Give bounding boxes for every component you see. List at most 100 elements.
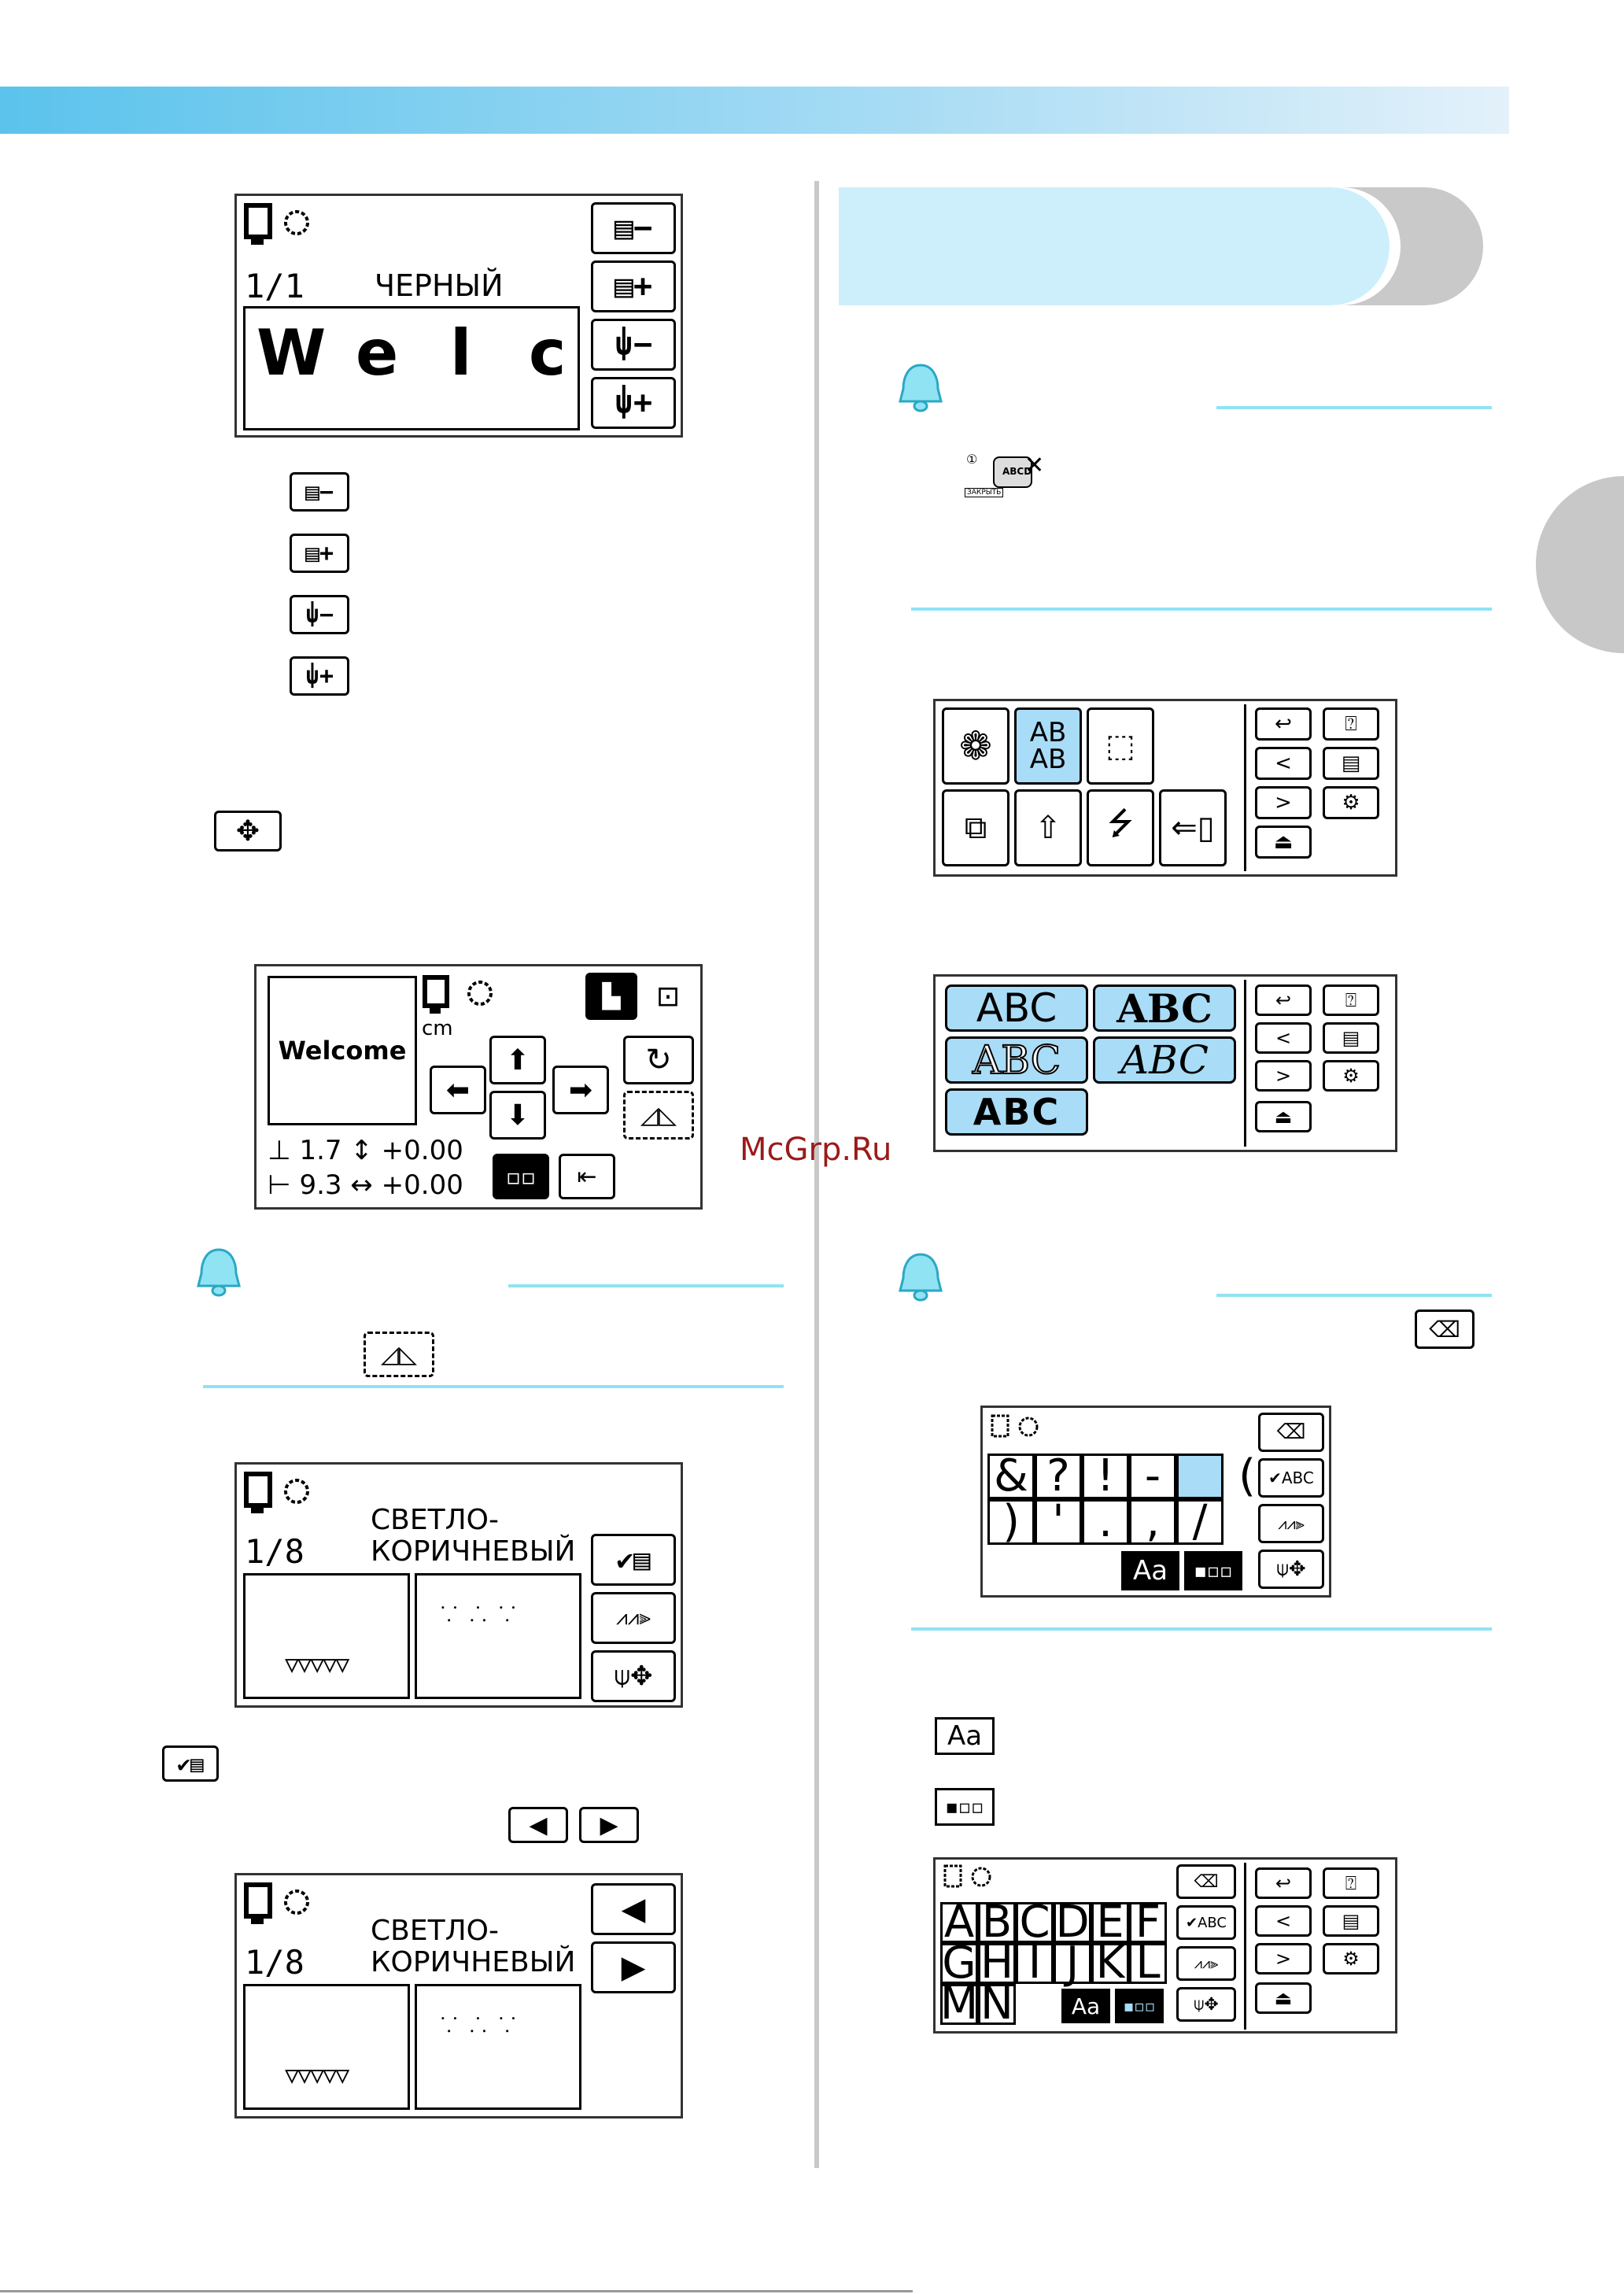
prev-color-button[interactable]: ◀ [591,1883,676,1935]
help-button[interactable]: ⍰ [1323,984,1379,1016]
needle-move-button[interactable]: ⍦✥ [1176,1987,1236,2022]
letter-key[interactable]: G [940,1941,978,1986]
trial-button[interactable]: ⇤ [559,1154,615,1199]
density-button[interactable]: ▫▫ [493,1154,549,1199]
needle-plus-button[interactable]: ⍦+ [591,377,676,429]
symbol-key[interactable]: ) [987,1499,1035,1545]
prev-page-button[interactable]: < [1255,1905,1312,1937]
machine-embroidery-icon [423,975,493,1014]
page-button[interactable]: ▤ [1323,1022,1379,1054]
move-right-button[interactable]: ➡ [552,1066,609,1114]
size-squares-icon: ▪▫▫ [1123,1997,1156,2015]
width-value: 9.3 [299,1169,342,1201]
embroidery-unit-button[interactable]: ⏏ [1255,1982,1312,2014]
letter-key[interactable]: E [1091,1901,1129,1945]
check-color-button[interactable]: ✔▤ [591,1534,676,1586]
pocket-button[interactable]: ⇧ [1014,789,1082,866]
font-cell-1[interactable]: ABC [945,984,1088,1032]
symbol-key[interactable]: ! [1082,1454,1129,1499]
erase-button[interactable]: ⌫ [1258,1413,1324,1452]
font-sample: ABC [1116,984,1212,1032]
embroidery-unit-button[interactable]: ⏏ [1255,826,1312,859]
page-icon: ▤ [1342,1910,1360,1932]
trim-button[interactable]: ⩘⩘⫸ [1258,1504,1324,1543]
font-cell-4[interactable]: ABC [1093,1036,1236,1084]
needle-minus-button[interactable]: ⍦− [591,319,676,371]
trim-icon: ⩘⩘⫸ [1194,1955,1219,1972]
size-toggle-button[interactable]: ▪▫▫ [1184,1551,1242,1590]
letter-key[interactable]: M [939,1978,979,2030]
symbol-key[interactable]: - [1129,1454,1176,1499]
symbol-key-selected[interactable]: _ [1176,1454,1224,1499]
trim-button[interactable]: ⩘⩘⫸ [1176,1946,1236,1981]
letter-key[interactable]: H [978,1941,1016,1986]
needle-move-button[interactable]: ⍦✥ [591,1650,676,1702]
back-button[interactable]: ↩ [1255,1867,1312,1899]
letter-key[interactable]: L [1129,1941,1167,1986]
font-cell-2[interactable]: ABC [1093,984,1236,1032]
check-text-button[interactable]: ✔ABC [1258,1458,1324,1498]
prev-page-button[interactable]: < [1255,1022,1312,1054]
case-toggle-button[interactable]: Aa [1121,1551,1179,1590]
mirror-icon: ◿◺ [380,1340,418,1369]
font-cell-5[interactable]: ABC [945,1088,1088,1136]
symbol-key[interactable]: / [1176,1499,1224,1545]
move-left-button[interactable]: ⬅ [430,1066,486,1114]
letter-key[interactable]: J [1054,1941,1091,1986]
stitch-sample: ▽▽▽▽▽ [285,1651,349,1679]
trim-button[interactable]: ⩘⩘⫸ [591,1592,676,1644]
size-toggle-button[interactable]: ▪▫▫ [1115,1989,1164,2023]
mirror-key: ◿◺ [364,1332,434,1377]
letter-key[interactable]: I [1016,1941,1054,1986]
mirror-button[interactable]: ◿◺ [623,1091,694,1140]
symbol-key[interactable]: ' [1035,1499,1082,1545]
symbol-key[interactable]: , [1129,1499,1176,1545]
resize-button[interactable]: ⊡ [642,973,694,1020]
letter-key[interactable]: B [978,1901,1016,1945]
move-up-button[interactable]: ⬆ [489,1036,546,1084]
help-button[interactable]: ⍰ [1323,1867,1379,1899]
letter-key[interactable]: A [940,1901,978,1945]
back-button[interactable]: ↩ [1255,984,1312,1016]
next-page-button[interactable]: > [1255,786,1312,819]
page-button[interactable]: ▤ [1323,1905,1379,1937]
settings-button[interactable]: ⚙ [1323,1060,1379,1092]
letter-key[interactable]: F [1129,1901,1167,1945]
next-page-button[interactable]: > [1255,1060,1312,1092]
spool-plus-button[interactable]: ▤+ [591,260,676,312]
font-cell-3[interactable]: ABC [945,1036,1088,1084]
symbol-key[interactable]: & [987,1454,1035,1499]
rotate-button[interactable]: ↻ [623,1036,694,1084]
spool-minus-button[interactable]: ▤− [591,202,676,254]
frame-button[interactable]: ⬚ [1087,707,1154,785]
full-pattern-preview: ⸪ ⸫ ⸪ [415,1984,581,2110]
card-button[interactable]: ⇐▯ [1159,789,1227,866]
letter-key[interactable]: N [978,1982,1016,2026]
check-text-button[interactable]: ✔ABC [1176,1905,1236,1940]
back-button[interactable]: ↩ [1255,707,1312,741]
help-button[interactable]: ⍰ [1323,707,1379,741]
letter-key[interactable]: K [1091,1941,1129,1986]
erase-button[interactable]: ⌫ [1176,1864,1236,1899]
settings-button[interactable]: ⚙ [1323,1943,1379,1974]
embroidery-pattern-button[interactable]: ❁ [942,707,1009,785]
next-page-button[interactable]: > [1255,1943,1312,1974]
symbol-key[interactable]: . [1082,1499,1129,1545]
saved-pattern-button[interactable]: ⧉ [942,789,1009,866]
letter-key[interactable]: C [1016,1901,1054,1945]
embroidery-unit-button[interactable]: ⏏ [1255,1101,1312,1132]
prev-page-button[interactable]: < [1255,747,1312,780]
next-color-button[interactable]: ▶ [591,1941,676,1993]
abcd-label: ABCD [1002,466,1032,477]
symbol-key[interactable]: ? [1035,1454,1082,1499]
needle-move-button[interactable]: ⍦✥ [1258,1550,1324,1589]
size-mode-button[interactable]: ▙ [585,973,637,1020]
preview-letter: l [450,316,472,390]
case-toggle-button[interactable]: Aa [1061,1989,1110,2023]
page-button[interactable]: ▤ [1323,747,1379,780]
usb-button[interactable]: ⭍ [1087,789,1154,866]
move-down-button[interactable]: ⬇ [489,1091,546,1140]
settings-button[interactable]: ⚙ [1323,786,1379,819]
letter-key[interactable]: D [1054,1901,1091,1945]
